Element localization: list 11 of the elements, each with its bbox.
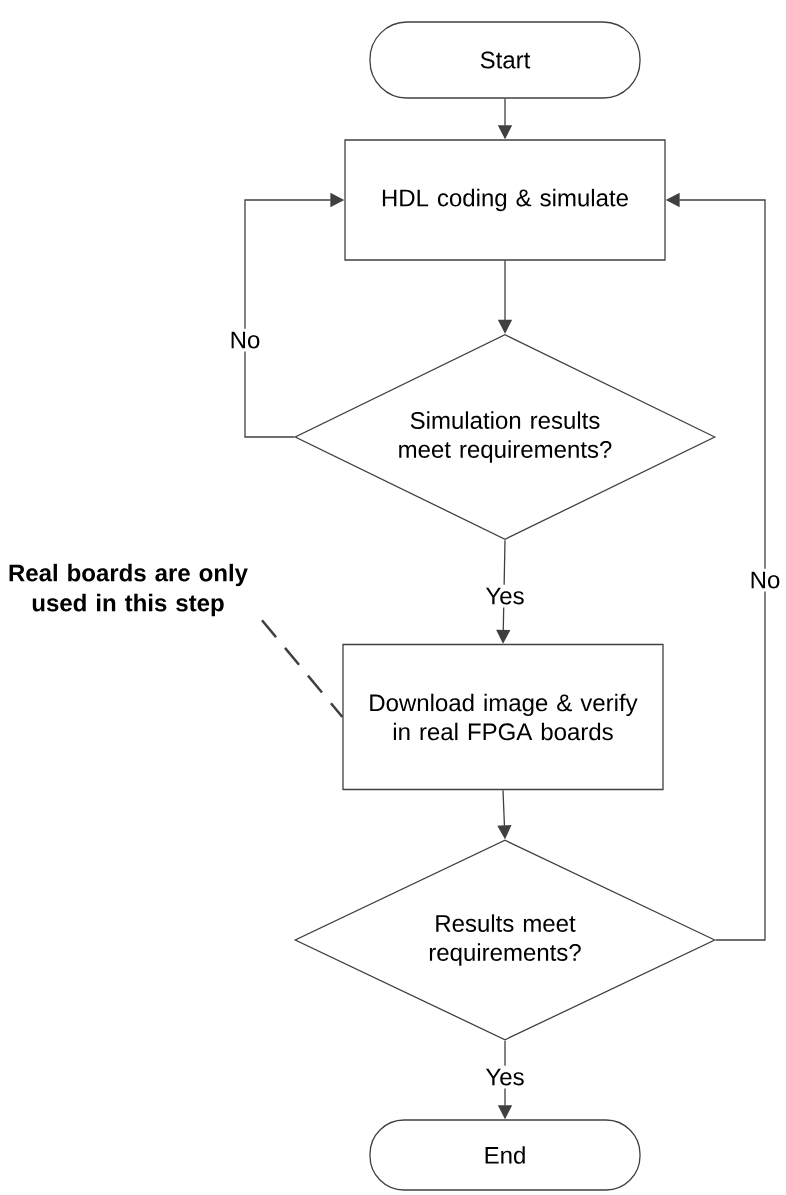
terminal-box: Start xyxy=(369,21,641,99)
edge-label: No xyxy=(746,568,784,592)
leader-line xyxy=(261,619,344,718)
process-box: HDL coding & simulate xyxy=(344,139,666,261)
edge-label: Yes xyxy=(482,1065,528,1089)
edge-label: Yes xyxy=(482,584,528,608)
process-box: Download image & verify in real FPGA boards xyxy=(342,643,664,791)
terminal-box: End xyxy=(369,1119,641,1191)
edge-label: No xyxy=(226,328,264,352)
callout-text: Real boards are only used in this step xyxy=(9,563,248,617)
arrow xyxy=(496,539,511,644)
